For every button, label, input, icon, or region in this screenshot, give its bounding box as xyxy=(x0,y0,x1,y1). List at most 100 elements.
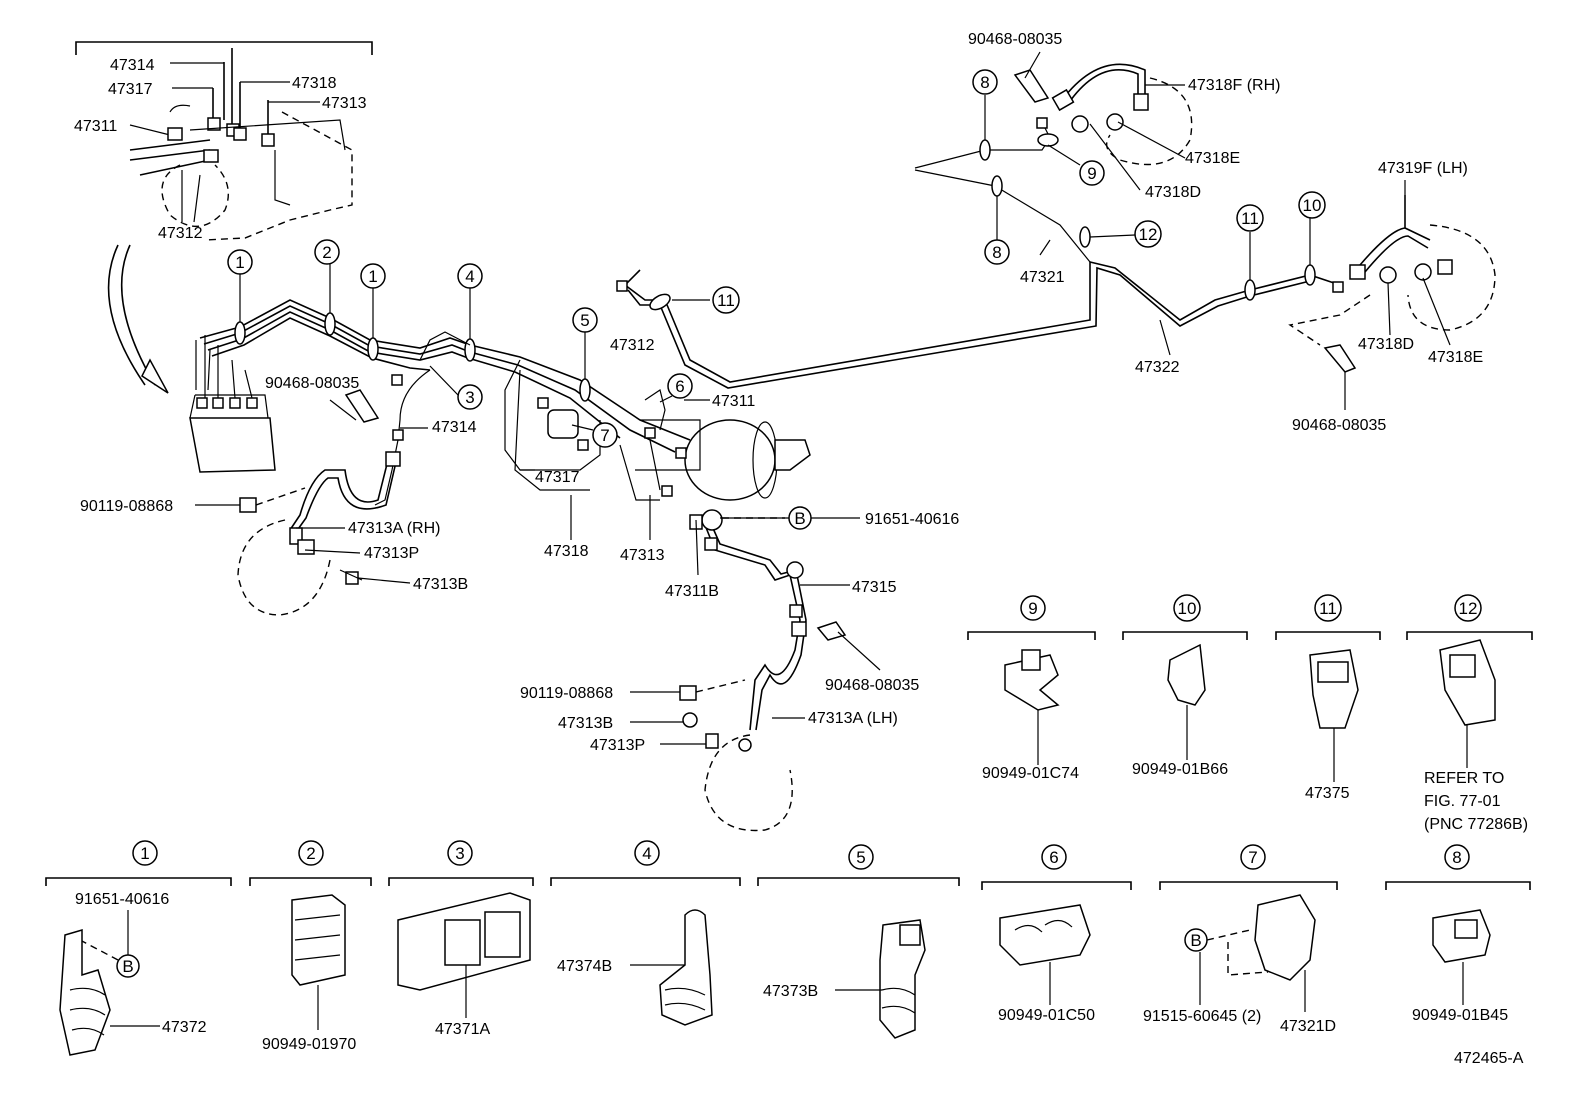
svg-text:B: B xyxy=(794,509,805,528)
label-47311-main: 47311 xyxy=(712,393,755,410)
label-90949-01C50: 90949-01C50 xyxy=(998,1007,1095,1024)
clip-detail-5: 5 47373B xyxy=(757,844,960,1039)
callout-11-a: 11 xyxy=(712,286,740,314)
svg-text:4: 4 xyxy=(642,844,651,863)
label-47312: 47312 xyxy=(158,225,203,242)
callout-1-a: 1 xyxy=(227,249,253,275)
callout-10: 10 xyxy=(1298,191,1326,219)
label-refer-fig: FIG. 77-01 xyxy=(1424,793,1501,810)
clip-detail-11: 11 47375 xyxy=(1275,594,1381,802)
callout-1-b: 1 xyxy=(360,263,386,289)
label-90468-08035-d: 90468-08035 xyxy=(1292,417,1386,434)
front-right-hose xyxy=(1013,63,1193,166)
label-47318E-b: 47318E xyxy=(1428,349,1483,366)
label-90949-01B45: 90949-01B45 xyxy=(1412,1007,1508,1024)
label-47374B: 47374B xyxy=(557,958,612,975)
svg-text:11: 11 xyxy=(717,291,735,310)
brake-line-bundle xyxy=(199,299,691,506)
label-47318D-b: 47318D xyxy=(1358,336,1414,353)
svg-text:9: 9 xyxy=(1087,164,1096,183)
label-90119-08868-b: 90119-08868 xyxy=(520,685,613,702)
main-callouts: 1 2 1 4 5 3 6 7 11 B 8 9 8 12 11 10 xyxy=(227,69,1326,530)
clip-detail-3: 3 47371A xyxy=(388,840,534,1038)
svg-text:B: B xyxy=(1190,931,1201,950)
callout-9: 9 xyxy=(1079,160,1105,186)
clip-detail-12: 12 REFER TO FIG. 77-01 (PNC 77286B) xyxy=(1406,594,1533,833)
svg-text:6: 6 xyxy=(675,377,684,396)
svg-text:5: 5 xyxy=(856,848,865,867)
svg-text:2: 2 xyxy=(322,243,331,262)
svg-text:1: 1 xyxy=(368,267,377,286)
svg-text:1: 1 xyxy=(235,253,244,272)
svg-text:10: 10 xyxy=(1178,599,1197,618)
callout-8-a: 8 xyxy=(972,69,998,95)
svg-text:10: 10 xyxy=(1303,196,1322,215)
label-47312-main: 47312 xyxy=(610,337,655,354)
label-47313-main: 47313 xyxy=(620,547,665,564)
clip-detail-8: 8 90949-01B45 xyxy=(1385,844,1531,1024)
svg-text:8: 8 xyxy=(1452,848,1461,867)
label-47313P-b: 47313P xyxy=(590,737,645,754)
label-90949-01B66: 90949-01B66 xyxy=(1132,761,1228,778)
callout-11-b: 11 xyxy=(1236,204,1264,232)
label-47321D: 47321D xyxy=(1280,1018,1336,1035)
label-90949-01C74: 90949-01C74 xyxy=(982,765,1079,782)
label-47313B-a: 47313B xyxy=(413,576,468,593)
label-47313: 47313 xyxy=(322,95,367,112)
label-47373B: 47373B xyxy=(763,983,818,1000)
label-47313P-a: 47313P xyxy=(364,545,419,562)
svg-text:5: 5 xyxy=(580,311,589,330)
label-91515-60645: 91515-60645 (2) xyxy=(1143,1008,1261,1025)
label-90119-08868-a: 90119-08868 xyxy=(80,498,173,515)
svg-text:11: 11 xyxy=(1319,599,1337,618)
label-47375: 47375 xyxy=(1305,785,1350,802)
label-47311: 47311 xyxy=(74,118,117,135)
callout-8-b: 8 xyxy=(984,239,1010,265)
label-47319F-LH: 47319F (LH) xyxy=(1378,160,1468,177)
label-47318-main: 47318 xyxy=(544,543,589,560)
main-labels: 90468-08035 47314 90119-08868 47313A (RH… xyxy=(80,31,1483,754)
callout-2: 2 xyxy=(314,239,340,265)
svg-text:8: 8 xyxy=(980,73,989,92)
svg-text:11: 11 xyxy=(1241,209,1259,228)
label-47317: 47317 xyxy=(108,81,153,98)
label-47315: 47315 xyxy=(852,579,897,596)
label-47318: 47318 xyxy=(292,75,337,92)
label-47313A-RH: 47313A (RH) xyxy=(348,520,441,537)
label-refer-pnc: (PNC 77286B) xyxy=(1424,816,1528,833)
figure-id: 472465-A xyxy=(1454,1050,1524,1067)
svg-text:4: 4 xyxy=(465,267,474,286)
label-47372: 47372 xyxy=(162,1019,207,1036)
svg-text:7: 7 xyxy=(1248,848,1257,867)
clip-detail-4: 4 47374B xyxy=(550,840,741,1026)
svg-text:B: B xyxy=(122,957,133,976)
svg-text:6: 6 xyxy=(1049,848,1058,867)
label-90468-08035-b: 90468-08035 xyxy=(968,31,1062,48)
rear-brake-lines xyxy=(616,117,1341,389)
clip-detail-1: 1 91651-40616 B 47372 xyxy=(45,840,232,1056)
abs-actuator-assembly xyxy=(189,335,276,473)
leader-lines xyxy=(195,51,1451,745)
label-90468-08035-c: 90468-08035 xyxy=(825,677,919,694)
front-left-caliper-hose xyxy=(679,509,847,832)
callout-12: 12 xyxy=(1134,220,1162,248)
label-47314-main: 47314 xyxy=(432,419,477,436)
label-47318F-RH: 47318F (RH) xyxy=(1188,77,1280,94)
label-47318D-a: 47318D xyxy=(1145,184,1201,201)
brake-booster xyxy=(635,389,811,501)
label-91651-40616-b: 91651-40616 xyxy=(75,891,169,908)
clip-detail-2: 2 90949-01970 xyxy=(249,840,372,1053)
label-90949-01970: 90949-01970 xyxy=(262,1036,356,1053)
callout-B-main: B xyxy=(788,506,812,530)
svg-text:2: 2 xyxy=(306,844,315,863)
svg-text:3: 3 xyxy=(465,388,474,407)
svg-text:7: 7 xyxy=(600,426,609,445)
clip-detail-7: 7 B 91515-60645 (2) 47321D xyxy=(1143,844,1338,1035)
label-47311B: 47311B xyxy=(665,583,719,600)
clip-detail-9: 9 90949-01C74 xyxy=(967,595,1096,782)
callout-4: 4 xyxy=(457,263,483,289)
label-91651-40616-main: 91651-40616 xyxy=(865,511,959,528)
callout-6: 6 xyxy=(667,373,693,399)
callout-7: 7 xyxy=(592,422,618,448)
